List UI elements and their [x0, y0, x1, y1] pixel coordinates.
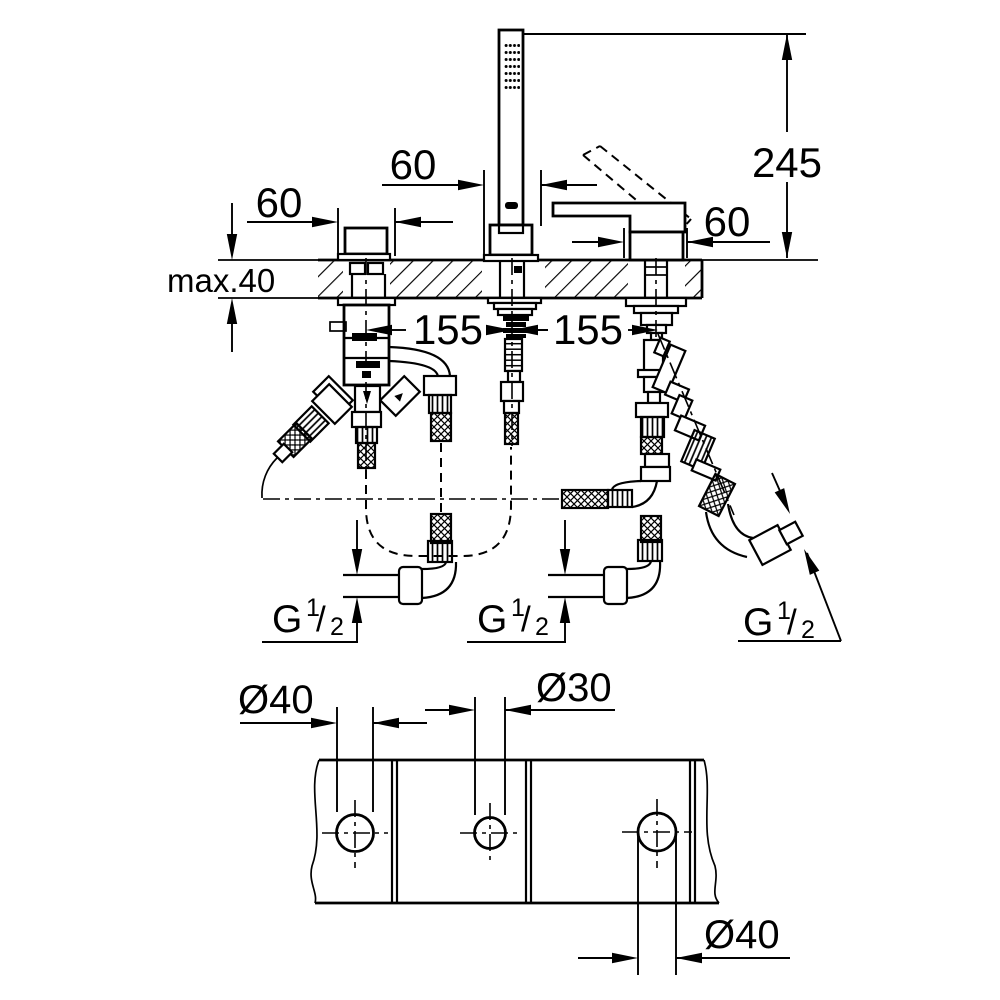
side-view: 60 60 60 245 — [167, 28, 842, 644]
dim-hole40-left: Ø40 — [238, 678, 427, 812]
deck-hatch — [685, 261, 702, 297]
dim-155-right-label: 155 — [553, 306, 623, 353]
hose-centerline — [657, 333, 735, 516]
deck-plan — [310, 758, 720, 905]
right-outlet-wing — [378, 374, 422, 418]
dim-60-center: 60 — [382, 141, 597, 258]
deck-section — [218, 258, 818, 300]
dim-60-left: 60 — [247, 179, 453, 256]
drill-holes — [322, 799, 692, 868]
dim-245-label: 245 — [752, 139, 822, 186]
dim-60-left-label: 60 — [256, 179, 303, 226]
break-line-right — [703, 759, 720, 904]
dim-hole30-center-label: Ø30 — [536, 666, 612, 710]
g-half-elbow-center — [548, 514, 664, 606]
deck-hatch — [390, 261, 482, 297]
dim-hole40-right-label: Ø40 — [704, 913, 780, 957]
dim-max40: max.40 — [167, 203, 275, 352]
dim-60-right-label: 60 — [704, 198, 751, 245]
g-half-elbow-left — [343, 512, 458, 606]
dim-hole40-left-label: Ø40 — [238, 678, 314, 722]
dim-max40-label: max.40 — [167, 262, 275, 299]
lever-valve — [551, 145, 805, 567]
break-line-left — [310, 759, 320, 904]
dim-60-center-label: 60 — [390, 141, 437, 188]
dim-245: 245 — [523, 33, 822, 258]
plan-view: Ø40 Ø30 Ø40 — [238, 666, 790, 975]
dim-hole30-center: Ø30 — [425, 666, 615, 815]
spray-face-dots — [504, 42, 520, 92]
dim-155: 155 155 — [366, 306, 658, 353]
deck-hatch — [318, 261, 343, 297]
left-valve — [261, 226, 458, 513]
hand-shower — [482, 28, 543, 446]
dim-155-left-label: 155 — [413, 306, 483, 353]
deck-hatch — [545, 261, 628, 297]
dim-hole40-right: Ø40 — [578, 836, 790, 975]
dim-60-right: 60 — [572, 198, 770, 258]
